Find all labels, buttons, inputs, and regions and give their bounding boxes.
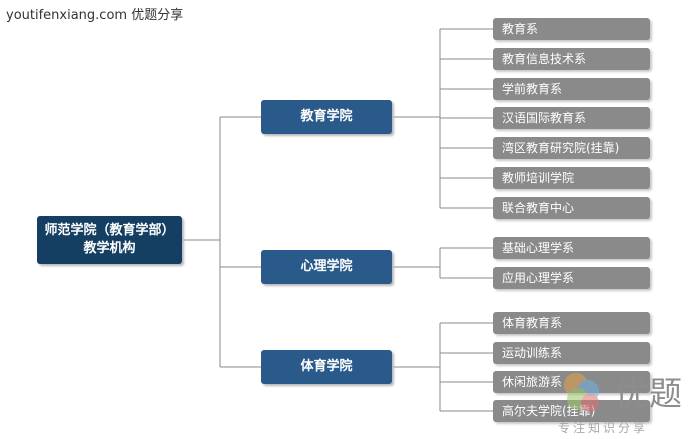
watermark-logo-icon <box>564 373 599 412</box>
dept-node: 基础心理学系 <box>493 237 650 259</box>
dept-node: 应用心理学系 <box>493 267 650 289</box>
dept-node: 学前教育系 <box>493 78 650 100</box>
college-node-education: 教育学院 <box>261 100 392 134</box>
college-node-psychology: 心理学院 <box>261 250 392 284</box>
dept-node: 湾区教育研究院(挂靠) <box>493 137 650 159</box>
watermark-logo-tagline: 专注知识分享 <box>558 421 649 435</box>
dept-node: 运动训练系 <box>493 342 650 364</box>
college-label: 教育学院 <box>300 109 353 125</box>
college-label: 心理学院 <box>300 259 353 275</box>
root-label-line2: 教学机构 <box>83 241 136 256</box>
dept-node: 体育教育系 <box>493 312 650 334</box>
college-node-sports: 体育学院 <box>261 350 392 384</box>
dept-node: 教师培训学院 <box>493 167 650 189</box>
college-label: 体育学院 <box>300 359 353 375</box>
root-label-line1: 师范学院（教育学部） <box>44 223 175 239</box>
dept-node: 教育系 <box>493 18 650 40</box>
watermark-logo-name: 优题 <box>615 374 683 413</box>
dept-node: 联合教育中心 <box>493 197 650 219</box>
dept-node: 汉语国际教育系 <box>493 107 650 129</box>
dept-node: 教育信息技术系 <box>493 48 650 70</box>
watermark-url: youtifenxiang.com 优题分享 <box>6 8 184 23</box>
root-node: 师范学院（教育学部） 教学机构 <box>37 216 182 264</box>
